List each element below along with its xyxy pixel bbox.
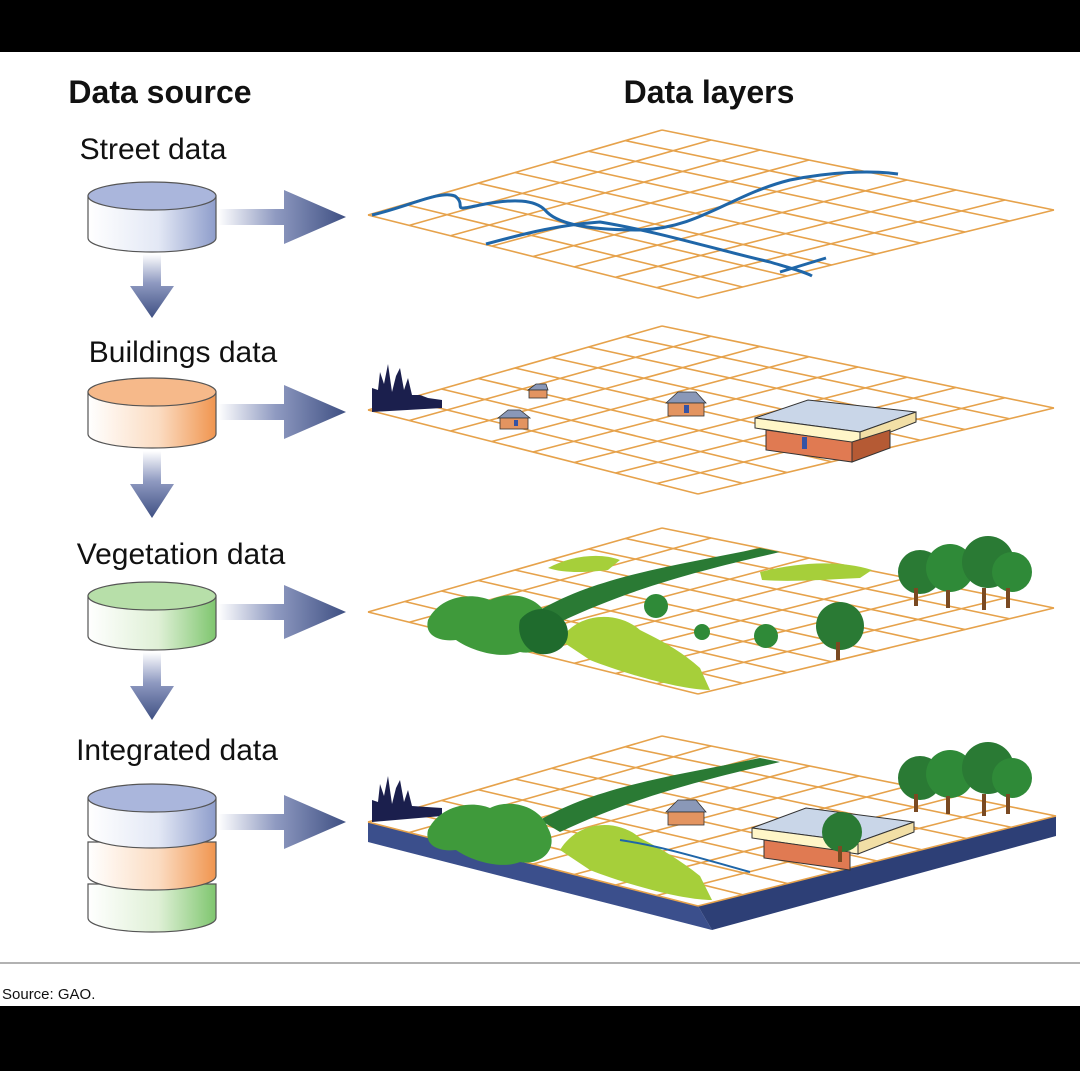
grid-line [697,607,1055,695]
down-arrow-3-icon [130,652,174,720]
source-label-buildings: Buildings data [89,336,278,369]
integrated-dark-band [540,758,780,832]
house-small-2-icon [496,409,532,430]
integrated-layer [367,735,1057,930]
shrub-3 [694,624,710,640]
grid-line [409,335,712,422]
grid-line [532,169,859,258]
integrated-tree-cluster-icon [898,742,1032,816]
green-canopy-dark [519,609,568,655]
buildings-layer [367,325,1055,495]
integrated-street [619,839,751,873]
tree-single-icon [816,602,864,660]
buildings-database-icon [87,377,217,449]
grid-line [491,159,810,247]
street-right-arrow-icon [218,190,346,244]
source-label-integrated: Integrated data [76,734,278,767]
grid-line [409,139,712,227]
grid-line [574,376,908,464]
integrated-light-green [560,825,712,900]
house-medium-icon [664,391,707,417]
light-green-strip [560,616,710,690]
down-arrow-2-icon [130,451,174,518]
grid-line [574,179,908,268]
green-canopy-left [427,595,552,655]
vegetation-layer [367,527,1055,695]
grid-line [367,527,663,613]
light-green-patch-2 [548,555,620,572]
grid-line [491,355,810,443]
grid-line [367,214,699,299]
data-layers-heading: Data layers [624,74,795,110]
street-database-icon [87,181,217,253]
grid-line [697,815,1057,907]
grid-line [450,149,761,237]
street-line-spur [779,256,827,274]
street-layer [367,129,1055,299]
grid-line [615,189,957,279]
integrated-right-arrow-icon [218,795,346,849]
integrated-base-front-right [698,816,1056,930]
dark-green-band [540,548,780,622]
source-note: Source: GAO. [2,986,95,1003]
skyline-integrated-icon [372,776,442,822]
source-label-vegetation: Vegetation data [77,538,286,571]
skyline-icon [372,364,442,412]
tree-cluster-icon [898,536,1032,610]
integrated-database-icon [87,783,217,933]
grid-line [697,209,1055,299]
down-arrow-1-icon [130,254,174,318]
grid-line [656,199,1006,289]
integrated-canopy-left [427,803,552,865]
integrated-house-icon [665,799,707,826]
vegetation-right-arrow-icon [218,585,346,639]
footer-band [0,964,1080,1006]
shrub-1 [644,594,668,618]
shrub-2 [754,624,778,648]
buildings-right-arrow-icon [218,385,346,439]
vegetation-database-icon [87,581,217,651]
large-building-icon [754,399,917,463]
street-line-branch [485,220,813,278]
integrated-tree-single-icon [822,812,862,862]
light-green-patch [760,563,872,581]
house-small-1-icon [526,383,549,399]
street-line-main [371,170,899,232]
source-label-street: Street data [80,133,227,166]
data-source-heading: Data source [68,74,251,110]
